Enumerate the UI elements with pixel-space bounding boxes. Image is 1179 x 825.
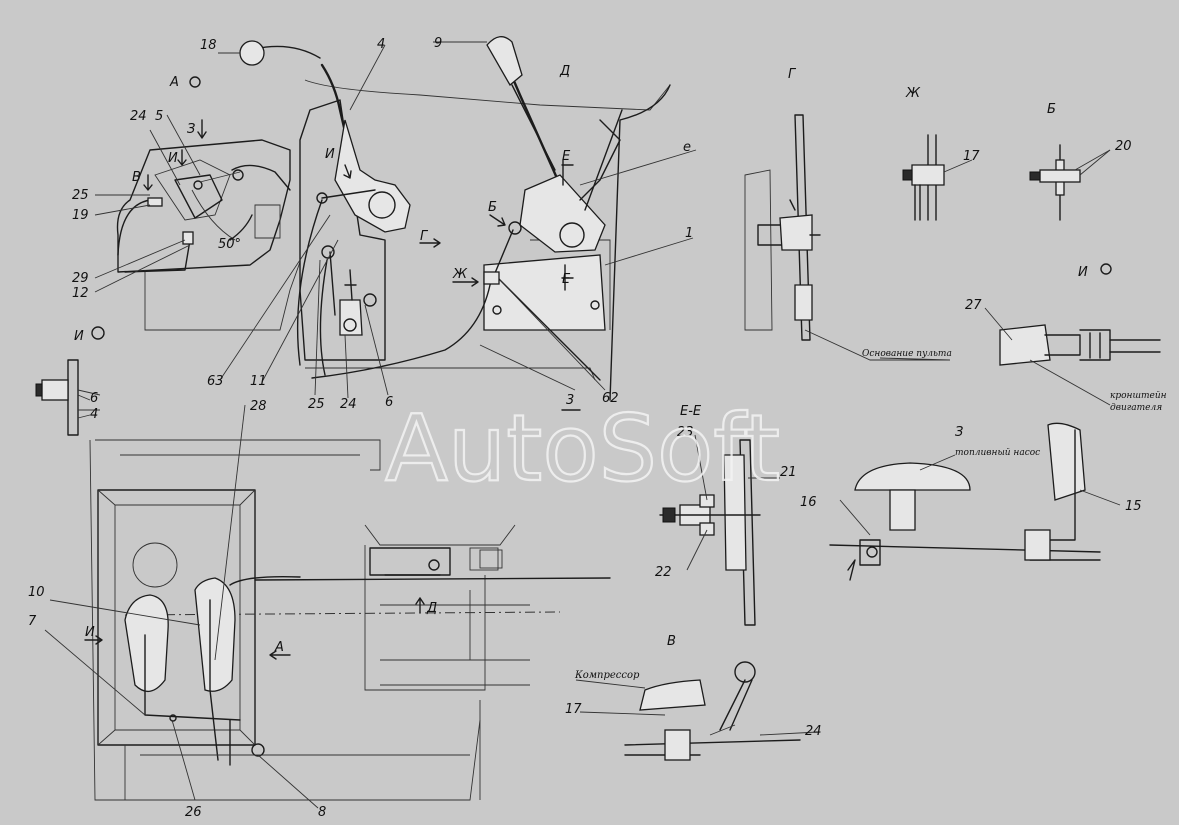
- part-number: 25: [72, 188, 89, 203]
- part-number: 16: [800, 495, 817, 510]
- section-e-e: [659, 439, 780, 626]
- part-number: 10: [28, 585, 45, 600]
- part-number: 9: [434, 36, 442, 51]
- arrow-letter: И: [85, 625, 95, 640]
- view-label: В: [667, 634, 676, 649]
- circle-arrow-icon: [91, 326, 105, 340]
- view-label: Е-Е: [680, 404, 702, 419]
- arrow-letter: Е: [562, 149, 571, 164]
- part-number: 63: [207, 374, 224, 389]
- view-label: И: [1078, 265, 1088, 280]
- part-number: 17: [963, 149, 980, 164]
- rotation-marks: [91, 76, 1112, 340]
- circle-arrow-icon: [1100, 263, 1112, 275]
- note-fuel-pump: топливный насос: [955, 448, 1040, 458]
- note-compressor: Компрессор: [574, 670, 640, 681]
- circle-arrow-icon: [189, 76, 201, 88]
- part-number: 29: [72, 271, 89, 286]
- angle-label: 50°: [218, 237, 241, 252]
- view-a-detail: [116, 139, 301, 331]
- view-v: [624, 661, 801, 761]
- part-number: 5: [155, 109, 163, 124]
- view-g: [744, 114, 950, 361]
- part-number: 17: [565, 702, 582, 717]
- view-z: [829, 422, 1101, 581]
- leader-lines: [44, 41, 1121, 809]
- view-label: Б: [1047, 102, 1056, 117]
- arrow-letter: А: [274, 640, 284, 655]
- arrow-letters: З И В И Г Б Ж Е Е Д А И 50°: [85, 122, 571, 655]
- part-number: 62: [602, 391, 619, 406]
- part-number: 24: [340, 397, 357, 412]
- arrow-letter: Е: [562, 272, 571, 287]
- note-panel-base: Основание пульта: [862, 349, 952, 359]
- view-label: И: [74, 329, 84, 344]
- part-number: 18: [200, 38, 217, 53]
- part-number: 1: [685, 226, 693, 241]
- arrow-letter: В: [132, 170, 141, 185]
- part-number: 22: [655, 565, 672, 580]
- arrow-letter: И: [168, 151, 178, 166]
- part-number: 4: [90, 407, 98, 422]
- arrow-letter: И: [325, 147, 335, 162]
- part-number: 26: [185, 805, 202, 820]
- arrow-letter: Д: [426, 601, 437, 616]
- view-zh: [902, 134, 945, 221]
- view-label: Г: [788, 67, 797, 82]
- part-number: е: [683, 140, 691, 155]
- arrow-letter: З: [187, 122, 195, 137]
- part-number: 25: [308, 397, 325, 412]
- part-number: 23: [677, 425, 694, 440]
- part-number: 28: [250, 399, 267, 414]
- view-i-right: [999, 324, 1161, 406]
- view-i-left: [35, 359, 101, 436]
- part-number: 11: [250, 374, 267, 389]
- view-label: Д: [559, 64, 570, 79]
- part-number: 4: [377, 37, 385, 52]
- part-number: 8: [318, 805, 326, 820]
- part-number: 24: [130, 109, 147, 124]
- part-number: 6: [90, 391, 98, 406]
- view-arrows: [84, 119, 581, 660]
- part-numbers: 18 4 9 е 1 24 5 25 19 29 12 17 20 27 6 4…: [28, 36, 1142, 820]
- view-labels: А Д Г Ж Б И И Е-Е З В: [74, 64, 1088, 649]
- view-b: [1029, 144, 1111, 221]
- part-number: 20: [1115, 139, 1132, 154]
- part-number: 21: [780, 465, 797, 480]
- arrow-letter: Ж: [452, 267, 468, 282]
- arrow-letter: Б: [488, 200, 497, 215]
- part-number: 24: [805, 724, 822, 739]
- view-label: Ж: [905, 86, 921, 101]
- part-number: 12: [72, 286, 89, 301]
- lever-assembly-d: [311, 36, 623, 381]
- part-number: 7: [28, 614, 37, 629]
- part-number: 15: [1125, 499, 1142, 514]
- lever-assembly-center: [239, 40, 671, 401]
- part-number: 3: [566, 393, 574, 408]
- part-number: 27: [965, 298, 982, 313]
- cab-plan-view: [89, 439, 611, 801]
- part-number: 19: [72, 208, 89, 223]
- arrow-letter: Г: [420, 229, 429, 244]
- view-label: А: [169, 75, 179, 90]
- part-number: 6: [385, 395, 393, 410]
- view-label: З: [955, 425, 963, 440]
- watermark: AutoSoft: [385, 395, 780, 502]
